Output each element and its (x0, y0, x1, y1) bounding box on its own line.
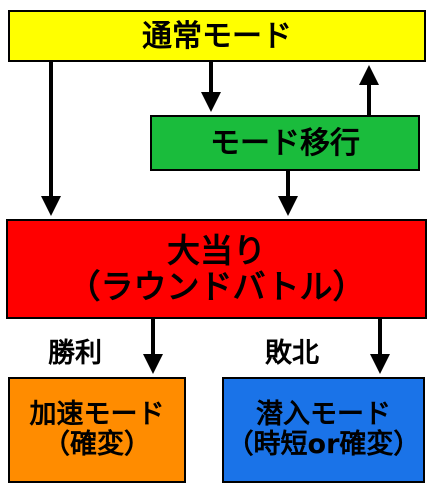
normal-mode-box: 通常モード (8, 10, 426, 62)
dive-mode-title: 潜入モード (256, 399, 391, 431)
mode-shift-box: モード移行 (150, 115, 420, 171)
accel-mode-box: 加速モード （確変） (8, 377, 186, 483)
mode-shift-label: モード移行 (210, 125, 360, 161)
dive-mode-box: 潜入モード （時短or確変） (222, 377, 425, 483)
big-hit-title: 大当り (167, 230, 266, 270)
big-hit-box: 大当り （ラウンドバトル） (6, 219, 427, 319)
win-label: 勝利 (48, 338, 102, 369)
accel-mode-title: 加速モード (29, 399, 165, 431)
lose-label: 敗北 (265, 338, 319, 369)
dive-mode-subtitle: （時短or確変） (226, 429, 421, 460)
accel-mode-subtitle: （確変） (43, 429, 151, 460)
big-hit-subtitle: （ラウンドバトル） (67, 267, 366, 306)
normal-mode-label: 通常モード (142, 18, 292, 54)
